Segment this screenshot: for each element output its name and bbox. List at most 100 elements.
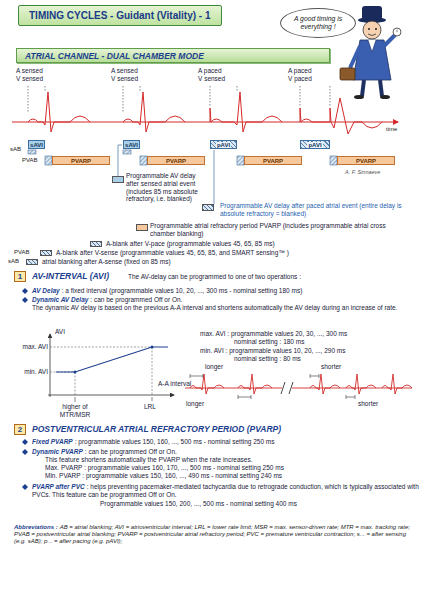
paced-av-bar: pAVI (210, 140, 237, 149)
text-row: min. AVI : programmable values 10, 20, .… (200, 347, 420, 355)
label-text: nominal setting : 180 ms (234, 338, 304, 345)
text-row: Abbreviations :AB = atrial blanking; AVI… (14, 524, 412, 546)
text-row: Dynamic AV Delay: can be programmed Off … (32, 296, 422, 304)
legend-row: atrial blanking after A-sense (fixed on … (42, 258, 342, 266)
label-text: V sensed (198, 75, 225, 82)
label-text: A. F. Sinnaeve (345, 169, 380, 175)
text-row: Dynamic PVARP: can be programmed Off or … (32, 448, 422, 456)
node-text: PVARP (71, 158, 91, 164)
label-text: min. AVI (24, 368, 48, 375)
title-text: TIMING CYCLES - Guidant (Vitality) - 1 (29, 10, 211, 21)
interval-brackets (190, 374, 355, 399)
label-text: min. AVI : programmable values 10, 20, .… (200, 347, 345, 354)
text-row: shorter (321, 363, 351, 371)
label-text: max. AVI : programmable values 20, 30, .… (200, 330, 347, 337)
label-text: : programmable values 150, 160, ..., 500… (75, 438, 275, 445)
legend-row: Programmable atrial refractory period PV… (150, 222, 405, 238)
text-row: LRL (144, 403, 164, 411)
text-row: A-A interval (158, 380, 208, 388)
text-row: sAB (10, 146, 28, 153)
legend-text: Programmable atrial refractory period PV… (150, 222, 386, 237)
text-row: nominal setting : 80 ms (234, 355, 384, 363)
sensed-av-bar: sAVI (123, 140, 140, 149)
text-row: AVI (55, 328, 85, 336)
node-text: pAVI (216, 142, 231, 148)
pvarp-bar: PVARP (337, 156, 395, 165)
blanking-boxes (28, 150, 337, 165)
title-box: TIMING CYCLES - Guidant (Vitality) - 1 (18, 5, 222, 26)
text-row: longer (186, 400, 216, 408)
label-text: PVARP after PVC (32, 483, 85, 490)
label-text: POSTVENTRICULAR ATRIAL REFRACTORY PERIOD… (32, 424, 281, 434)
legend-swatch (90, 241, 102, 247)
label-text: A paced (288, 67, 312, 74)
text-row: max. AVI : programmable values 20, 30, .… (200, 330, 420, 338)
label-text: AV Delay (32, 287, 60, 294)
pvarp-bar: PVARP (244, 156, 302, 165)
text-row: sAB (8, 258, 24, 265)
text-row: Programmable values 150, 200, ..., 500 m… (100, 500, 400, 508)
text-row: min. AVI (6, 368, 48, 376)
legend-swatch (112, 176, 124, 183)
legend-text: A-blank after V-sense (programmable valu… (56, 249, 289, 256)
label-text: : a fixed interval (programmable values … (62, 287, 303, 294)
text-row: nominal setting : 180 ms (234, 338, 384, 346)
text-row: AV-INTERVAL (AVI) (32, 271, 132, 281)
legend-swatch (136, 224, 148, 231)
label-text: A-A interval (158, 380, 191, 387)
text-row: PVAB (22, 157, 44, 164)
text-row: shorter (358, 400, 388, 408)
label-text: Max. PVARP : programmable values 160, 17… (45, 464, 284, 471)
text-row: Max. PVARP : programmable values 160, 17… (45, 464, 415, 472)
section-band: ATRIAL CHANNEL - DUAL CHAMBER MODE (16, 48, 330, 63)
node-text: ATRIAL CHANNEL - DUAL CHAMBER MODE (25, 51, 204, 61)
label-text: Dynamic AV Delay (32, 296, 88, 303)
text-row: A sensed (16, 67, 56, 75)
text-row: AV Delay: a fixed interval (programmable… (32, 287, 422, 295)
label-text: time (386, 126, 397, 132)
text-row: max. AVI (6, 343, 48, 351)
label-text: V sensed (16, 75, 43, 82)
legend-row: A-blank after V-sense (programmable valu… (56, 249, 401, 257)
ecg-trace (12, 92, 398, 134)
text-row: The AV-delay can be programmed to one of… (128, 273, 418, 281)
text-row: A paced (288, 67, 328, 75)
node-text: PVARP (166, 158, 186, 164)
legend-text: Programmable AV delay after sensed atria… (126, 172, 198, 202)
text-row: This feature shortens automatically the … (45, 456, 415, 464)
speech-bubble: A good timing is everything ! (280, 8, 356, 38)
legend-swatch (26, 259, 38, 265)
pvarp-bar: PVARP (147, 156, 205, 165)
legend-text: Programmable AV delay after paced atrial… (220, 202, 402, 217)
label-text: AV-INTERVAL (AVI) (32, 271, 109, 281)
label-text: Abbreviations : (14, 524, 58, 530)
label-text: A sensed (111, 67, 138, 74)
text-row: A. F. Sinnaeve (345, 169, 405, 176)
text-row: time (386, 126, 416, 133)
label-text: A paced (198, 67, 222, 74)
text-row: PVARP after PVC: helps preventing pacema… (32, 483, 422, 499)
node-text: pAVI (307, 142, 322, 148)
label-text: longer (186, 400, 204, 407)
legend-swatch (40, 250, 52, 256)
label-text: sAB (10, 146, 21, 152)
legend-text: A-blank after V-pace (programmable value… (106, 240, 275, 247)
text-row: A paced (198, 67, 238, 75)
text-row: V sensed (111, 75, 151, 83)
label-text: This feature shortens automatically the … (45, 456, 253, 463)
label-text: V paced (288, 75, 312, 82)
label-text: Dynamic PVARP (32, 448, 83, 455)
node-text: 2 (18, 426, 22, 434)
label-text: longer (205, 363, 223, 370)
label-text: Programmable values 150, 200, ..., 500 m… (100, 500, 297, 507)
label-text: sAB (8, 258, 19, 264)
avi-graph (48, 334, 174, 402)
label-text: nominal setting : 80 ms (234, 355, 301, 362)
label-text: Min. PVARP : programmable values 150, 16… (45, 472, 282, 479)
label-text: A sensed (16, 67, 43, 74)
node-text: A good timing is everything ! (281, 15, 355, 31)
legend-row: Programmable AV delay after sensed atria… (126, 172, 202, 203)
text-row: POSTVENTRICULAR ATRIAL REFRACTORY PERIOD… (32, 424, 362, 434)
label-text: The dynamic AV delay is based on the pre… (32, 304, 397, 311)
node-text: sAVI (30, 142, 43, 148)
